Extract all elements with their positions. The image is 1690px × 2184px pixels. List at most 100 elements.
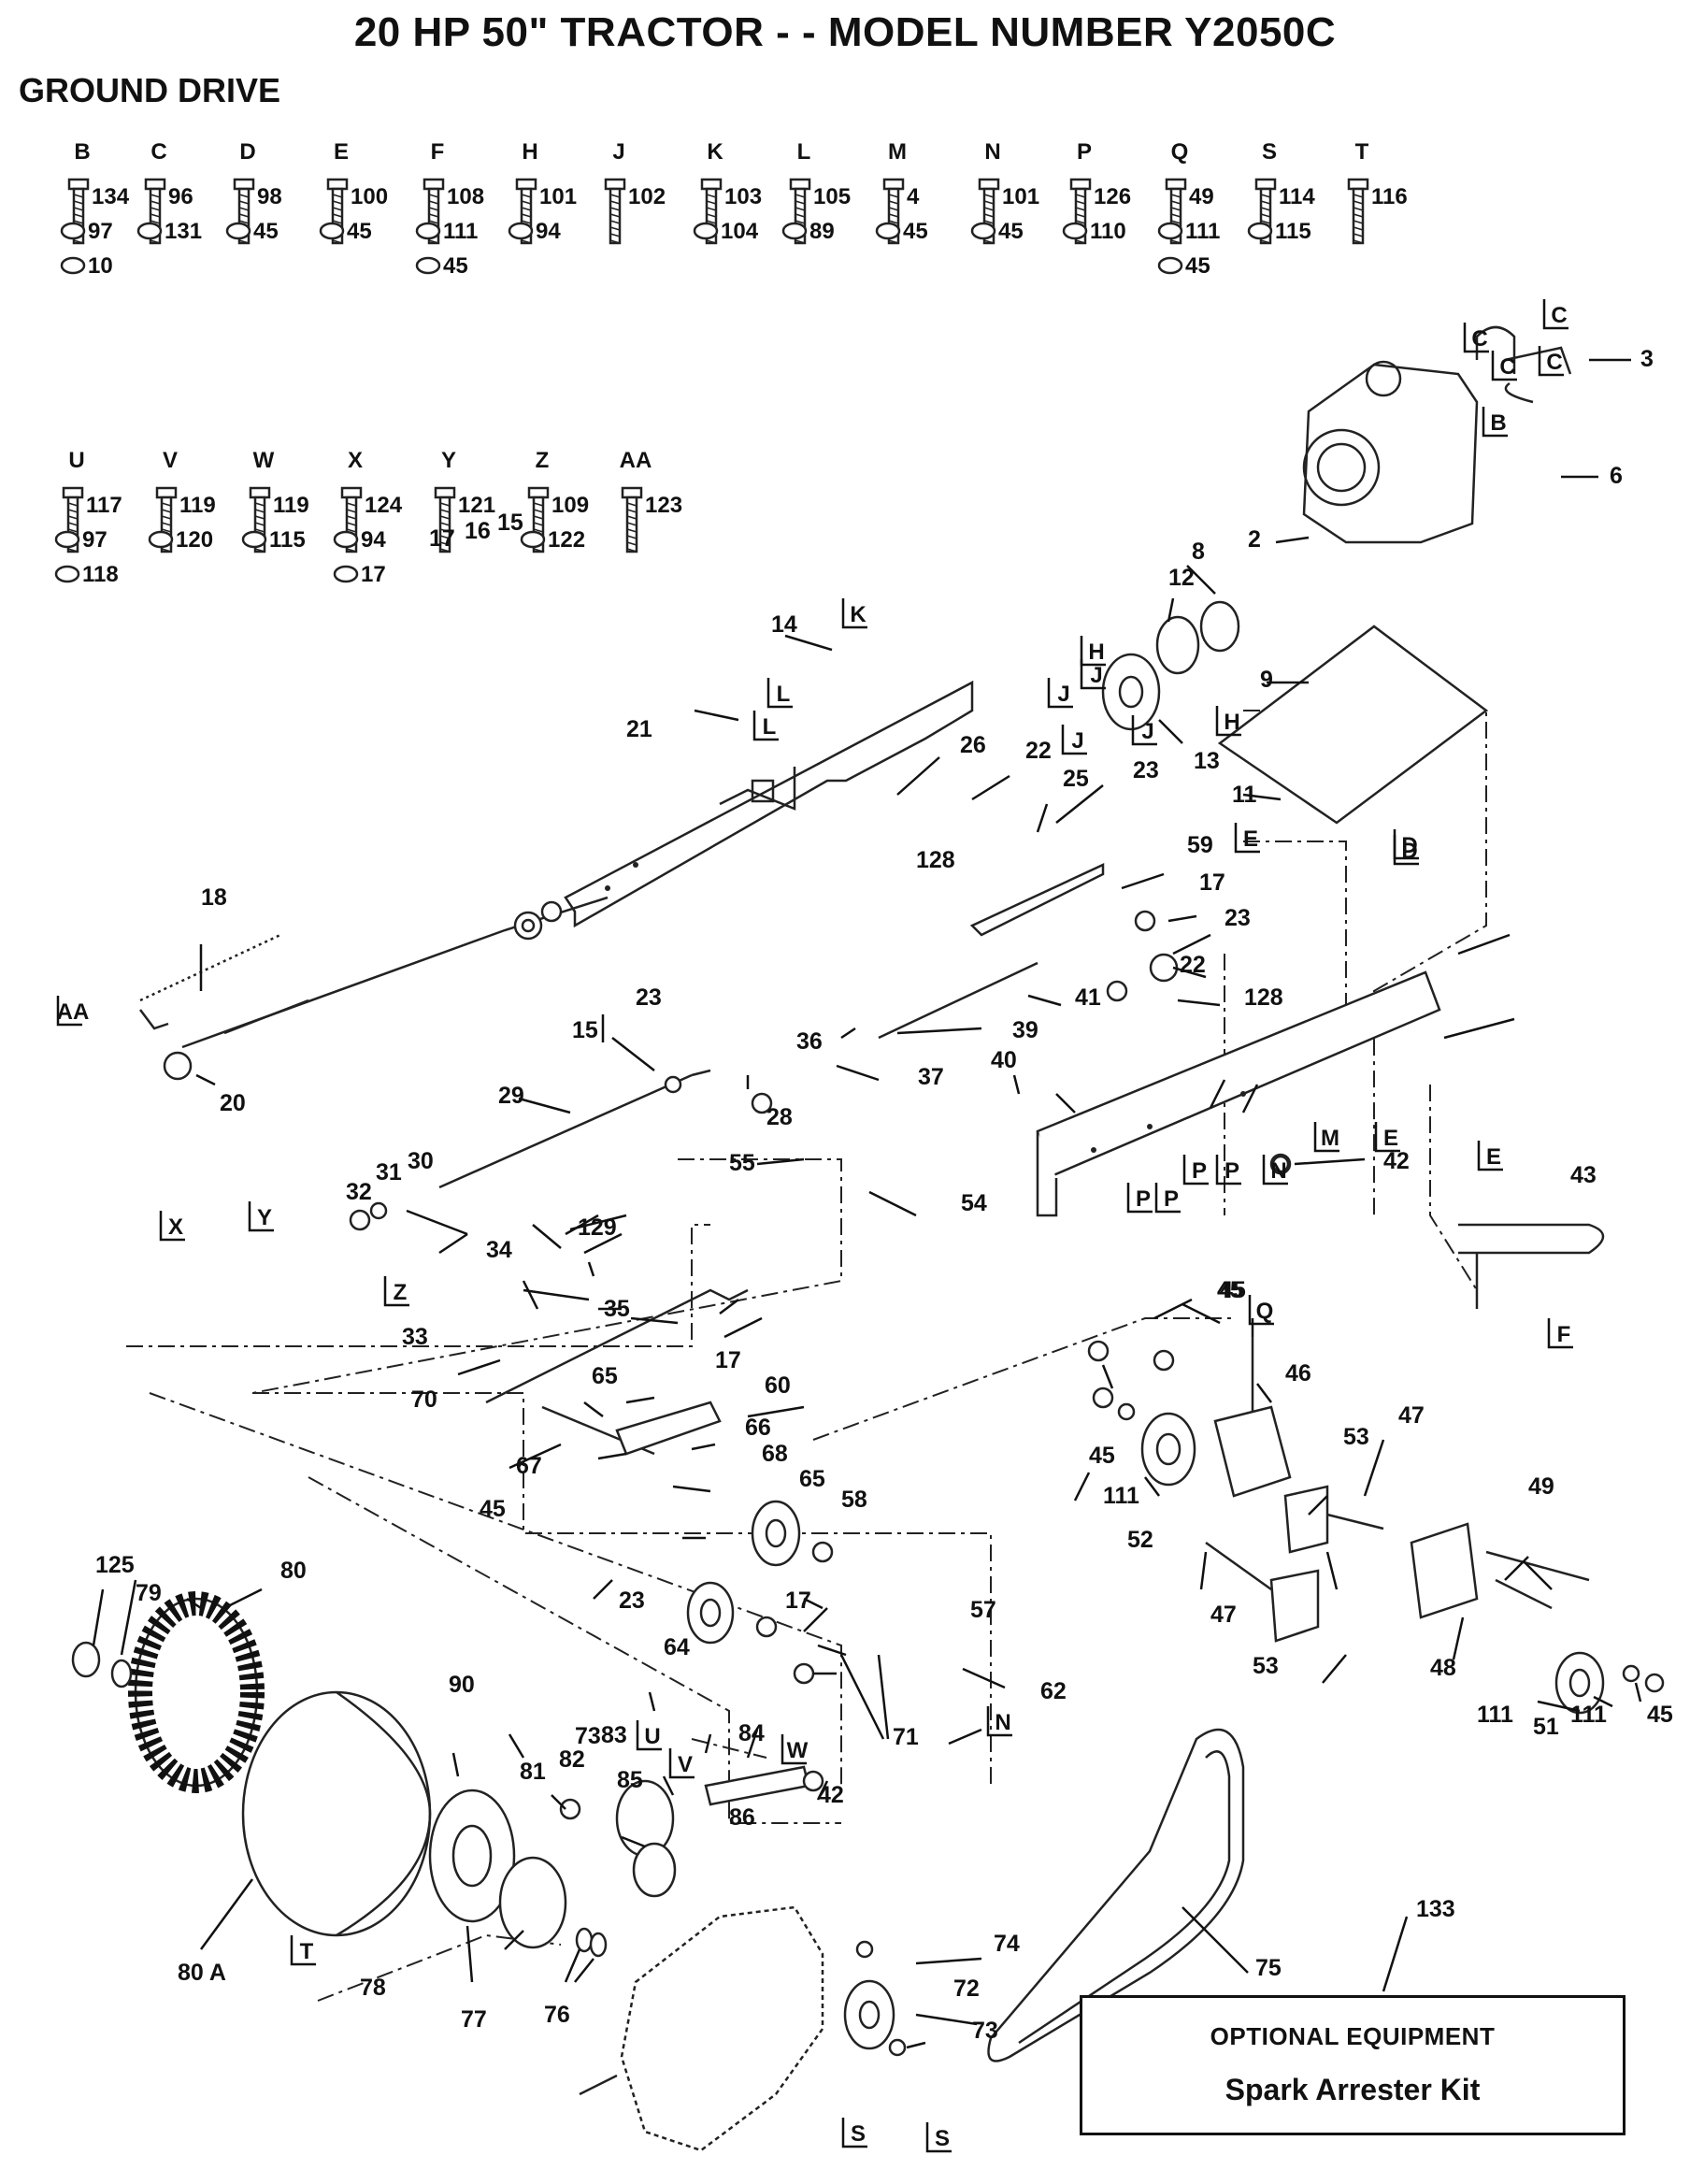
hardware-part-number: 131 [165, 219, 202, 244]
ref-tag: T [290, 1935, 316, 1966]
hardware-part-number: 105 [813, 184, 851, 209]
callout-128: 128 [916, 847, 955, 873]
callout-12: 12 [1168, 565, 1195, 591]
callout-80a: 80 A [178, 1960, 226, 1986]
washer-icon [1247, 222, 1273, 240]
callout-8: 8 [1192, 539, 1205, 565]
hardware-part-number: 119 [273, 493, 309, 518]
callout-17: 17 [1199, 869, 1225, 896]
engine [1302, 360, 1479, 544]
washer-icon [415, 222, 441, 240]
ref-letter: L [763, 714, 777, 740]
callout-26: 26 [960, 732, 986, 758]
callout-111: 111 [1477, 1702, 1513, 1728]
callout-15: 15 [497, 510, 523, 536]
hardware-letter: T [1355, 139, 1369, 165]
control-rod [878, 863, 1105, 1040]
bolt-head [233, 178, 255, 191]
callout-30: 30 [408, 1148, 434, 1174]
ref-tag: N [986, 1706, 1012, 1737]
callout-55: 55 [729, 1150, 755, 1176]
callout-84: 84 [738, 1720, 765, 1746]
washer-icon [1157, 222, 1183, 240]
ref-letter: V [678, 1752, 693, 1777]
callout-81: 81 [520, 1759, 546, 1785]
callout-33: 33 [402, 1324, 428, 1350]
ref-tag: Y [248, 1201, 274, 1232]
ref-tag: S [841, 2118, 867, 2148]
hardware-part-number: 45 [253, 219, 279, 244]
callout-66: 66 [745, 1415, 771, 1441]
hardware-part-number: 45 [903, 219, 928, 244]
callout-128: 128 [1244, 984, 1283, 1011]
callout-125: 125 [95, 1552, 135, 1578]
ref-letter: S [851, 2121, 866, 2147]
ref-letter: U [644, 1724, 660, 1749]
callout-71: 71 [893, 1724, 919, 1750]
ref-letter: D [1401, 839, 1417, 864]
hardware-part-number: 117 [86, 493, 122, 518]
hardware-letter: Z [536, 448, 550, 473]
hardware-part-number: 45 [443, 253, 468, 279]
ref-letter: E [1383, 1126, 1398, 1151]
hardware-letter: U [68, 448, 84, 473]
ref-tag: J [1047, 678, 1073, 709]
right-frame-rail [1036, 970, 1441, 1217]
callout-2: 2 [1248, 526, 1261, 553]
hardware-part-number: 109 [551, 493, 589, 518]
callout-45: 45 [1647, 1702, 1673, 1728]
callout-17: 17 [429, 525, 455, 552]
hardware-part-number: 119 [179, 493, 216, 518]
hardware-part-number: 121 [458, 493, 495, 518]
bolt-head [67, 178, 90, 191]
callout-13: 13 [1194, 748, 1220, 774]
hardware-part-number: 98 [257, 184, 282, 209]
hardware-part-number: 111 [1185, 219, 1220, 244]
washer-icon [60, 256, 86, 275]
hardware-part-number: 101 [539, 184, 577, 209]
optional-item: Spark Arrester Kit [1225, 2073, 1481, 2106]
hardware-part-number: 4 [907, 184, 920, 209]
callout-52: 52 [1127, 1527, 1153, 1553]
hardware-part-number: 45 [1185, 253, 1210, 279]
hardware-part-number: 101 [1002, 184, 1039, 209]
ref-tag: J [1061, 725, 1087, 755]
bolt-head [515, 178, 537, 191]
callout-59: 59 [1187, 832, 1213, 858]
washer-icon [54, 565, 80, 583]
bolt-head [62, 486, 84, 499]
ref-tag: P [1215, 1155, 1241, 1185]
callout-11: 11 [1232, 782, 1257, 808]
hardware-part-number: 10 [88, 253, 113, 279]
ref-tag: M [1313, 1122, 1339, 1153]
hardware-part-number: 114 [1279, 184, 1315, 209]
hardware-letter: W [253, 448, 275, 473]
washer-icon [415, 256, 441, 275]
callout-70: 70 [411, 1387, 437, 1413]
hardware-letter: F [431, 139, 445, 165]
ref-tag: J [1131, 715, 1157, 746]
callout-80: 80 [280, 1558, 307, 1584]
ref-letter: J [1141, 719, 1153, 744]
washer-icon [508, 222, 534, 240]
ref-letter: P [1225, 1158, 1239, 1184]
ref-tag: X [159, 1211, 185, 1242]
hardware-letter: Q [1171, 139, 1189, 165]
ref-letter: P [1192, 1158, 1207, 1184]
callout-23: 23 [1133, 757, 1159, 783]
callout-76: 76 [544, 2002, 570, 2028]
callout-43: 43 [1570, 1162, 1597, 1188]
washer-icon [241, 530, 267, 549]
callout-85: 85 [617, 1767, 643, 1793]
callout-53: 53 [1343, 1424, 1369, 1450]
callout-51: 51 [1533, 1714, 1559, 1740]
hardware-letter: Y [441, 448, 456, 473]
bolt-head [604, 178, 626, 191]
callout-111: 111 [1570, 1702, 1607, 1728]
callout-23: 23 [1225, 905, 1251, 931]
callout-32: 32 [346, 1179, 372, 1205]
callout-22: 22 [1025, 738, 1052, 764]
